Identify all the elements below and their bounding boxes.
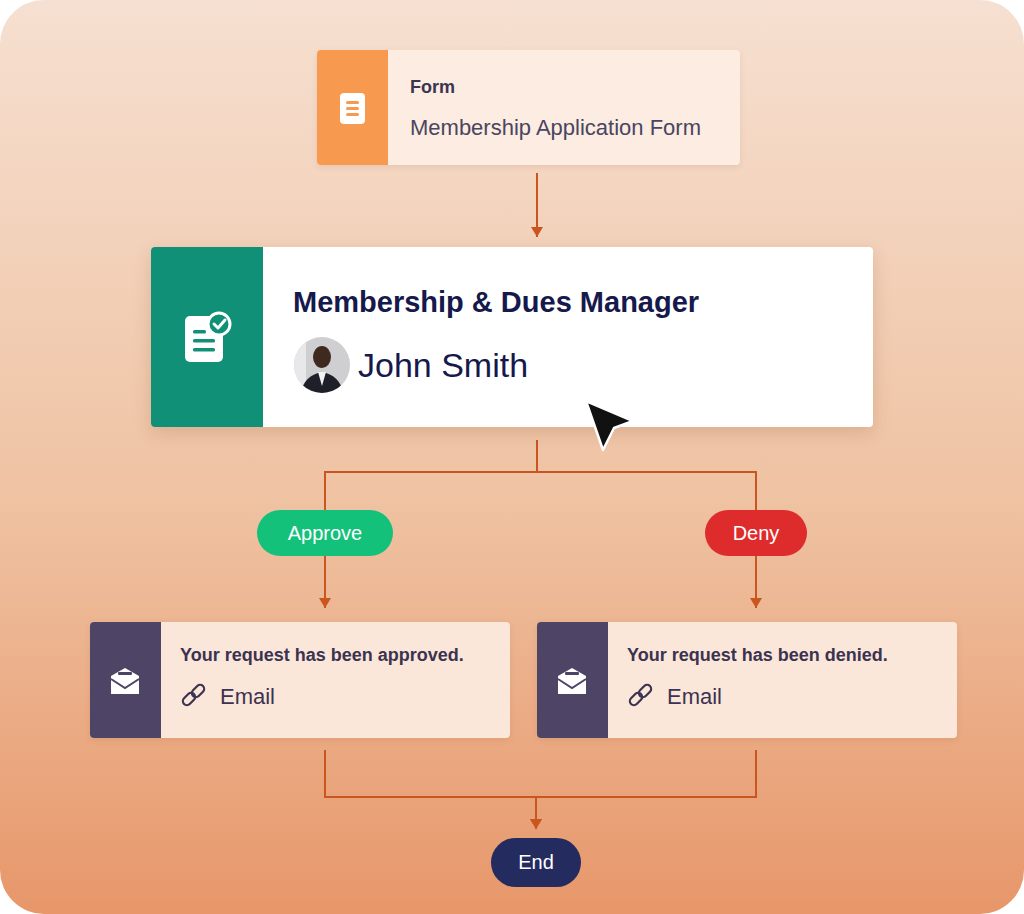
card-title: Your request has been approved. bbox=[180, 645, 464, 667]
mouse-cursor bbox=[586, 401, 633, 450]
card-node: Membership & Dues ManagerJohn Smith bbox=[151, 247, 873, 427]
connector-line bbox=[325, 750, 536, 829]
card-node: Your request has been denied. Email bbox=[537, 622, 957, 738]
connector-line bbox=[325, 440, 537, 510]
link-icon bbox=[628, 683, 653, 707]
flow-connector bbox=[325, 440, 537, 510]
flow-connector bbox=[537, 440, 756, 510]
flow-connector bbox=[530, 750, 756, 829]
color-band bbox=[90, 622, 161, 738]
card-subtitle: John Smith bbox=[358, 345, 528, 386]
pill-node: Deny bbox=[705, 510, 807, 556]
form-icon bbox=[340, 93, 365, 124]
color-band bbox=[317, 50, 388, 165]
card-node: Your request has been approved. Email bbox=[90, 622, 510, 738]
pill-label: End bbox=[512, 851, 560, 874]
arrow-head bbox=[750, 598, 762, 608]
pill-node: End bbox=[491, 838, 581, 887]
card-node: FormMembership Application Form bbox=[317, 50, 740, 165]
pill-label: Deny bbox=[727, 522, 786, 545]
card-subtitle: Email bbox=[220, 684, 275, 710]
flow-connector bbox=[325, 750, 542, 829]
card-title: Your request has been denied. bbox=[627, 645, 888, 667]
color-band bbox=[537, 622, 608, 738]
flow-connector bbox=[750, 556, 762, 608]
arrow-head bbox=[319, 598, 331, 608]
connector-line bbox=[536, 750, 756, 829]
avatar-photo bbox=[292, 335, 352, 395]
flow-connector bbox=[319, 556, 331, 608]
color-band bbox=[151, 247, 263, 427]
arrow-head bbox=[531, 227, 543, 237]
card-title: Form bbox=[410, 77, 455, 99]
connector-line bbox=[537, 440, 756, 510]
approval-icon bbox=[185, 313, 230, 362]
link-icon bbox=[181, 683, 206, 707]
pill-label: Approve bbox=[282, 522, 369, 545]
arrow-head bbox=[530, 819, 542, 829]
card-subtitle: Email bbox=[667, 684, 722, 710]
email-icon bbox=[111, 668, 139, 694]
pill-node: Approve bbox=[257, 510, 393, 556]
card-title: Membership & Dues Manager bbox=[293, 285, 699, 320]
email-icon bbox=[558, 668, 586, 694]
flow-connector bbox=[531, 173, 543, 237]
arrow-head bbox=[530, 819, 542, 829]
card-subtitle: Membership Application Form bbox=[410, 115, 701, 141]
